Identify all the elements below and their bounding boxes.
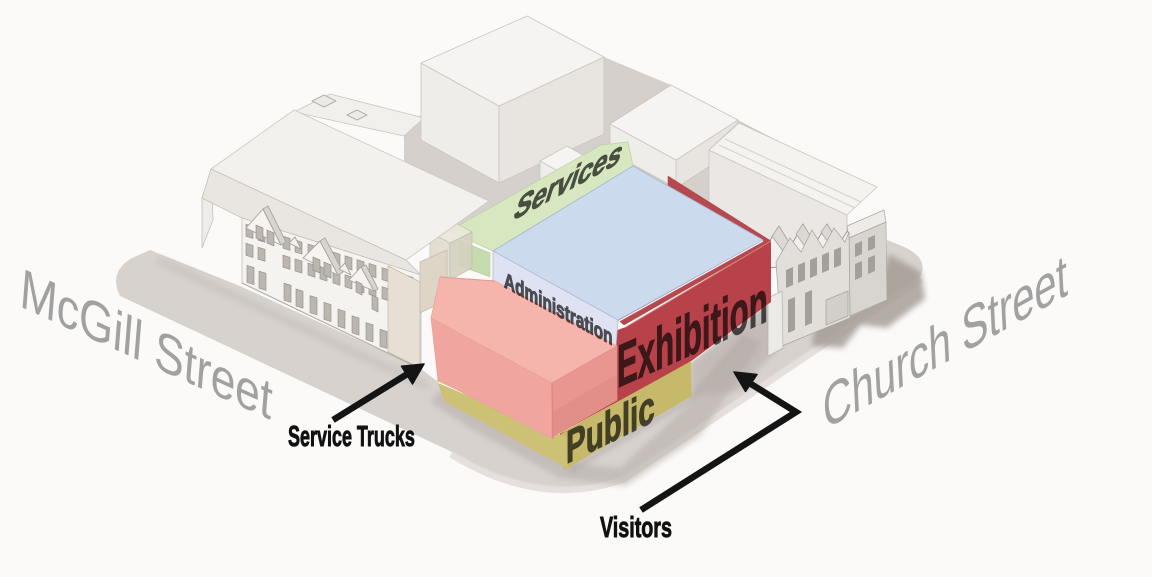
svg-text:Visitors: Visitors — [600, 512, 672, 544]
svg-text:Service Trucks: Service Trucks — [288, 421, 415, 453]
